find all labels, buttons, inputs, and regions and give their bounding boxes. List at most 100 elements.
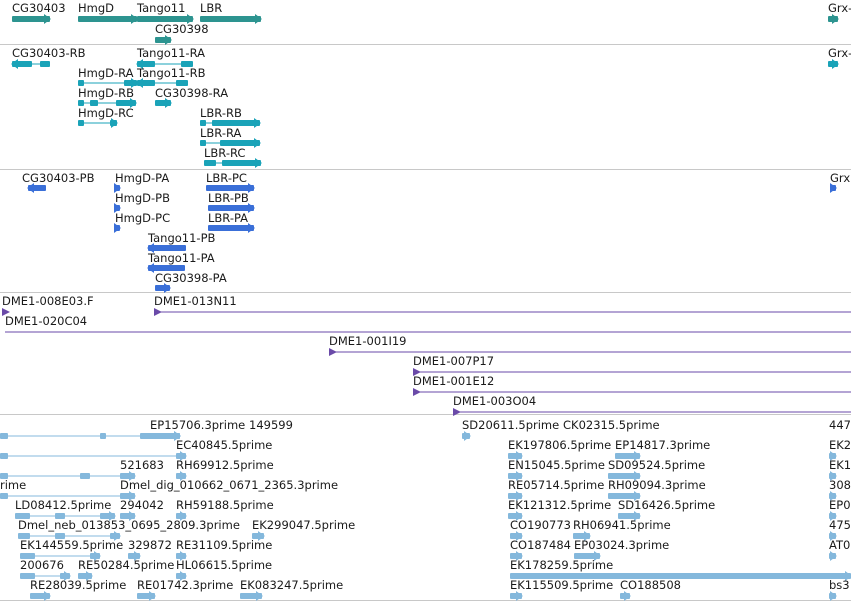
feature-label[interactable]: Grx- xyxy=(828,1,851,15)
feature-glyph[interactable] xyxy=(0,471,851,481)
feature-glyph[interactable] xyxy=(0,511,851,521)
feature-label[interactable]: HmgD-RB xyxy=(78,86,135,100)
feature-glyph[interactable] xyxy=(0,263,851,273)
feature-glyph[interactable] xyxy=(0,183,851,193)
feature-glyph[interactable] xyxy=(0,158,851,168)
feature-glyph[interactable] xyxy=(0,14,851,24)
feature-label[interactable]: EK115509.5prime xyxy=(510,578,614,592)
feature-glyph[interactable] xyxy=(0,491,851,501)
feature-label[interactable]: DME1-003O04 xyxy=(453,394,537,408)
feature-glyph[interactable] xyxy=(0,183,851,193)
feature-glyph[interactable] xyxy=(0,551,851,561)
feature-label[interactable]: CO188508 xyxy=(620,578,681,592)
feature-glyph[interactable] xyxy=(0,431,851,441)
feature-glyph[interactable] xyxy=(0,243,851,253)
feature-glyph[interactable] xyxy=(0,407,851,417)
feature-label[interactable]: CO190773 xyxy=(510,518,571,532)
feature-label[interactable]: CO187484 xyxy=(510,538,571,552)
feature-glyph[interactable] xyxy=(0,551,851,561)
feature-glyph[interactable] xyxy=(0,571,851,581)
feature-label[interactable]: 329872 xyxy=(128,538,172,552)
feature-glyph[interactable] xyxy=(0,591,851,601)
feature-label[interactable]: LBR-PC xyxy=(206,171,247,185)
feature-glyph[interactable] xyxy=(0,491,851,501)
feature-label[interactable]: EC40845.5prime xyxy=(176,438,273,452)
feature-label[interactable]: 521683 xyxy=(120,458,164,472)
feature-glyph[interactable] xyxy=(0,307,851,317)
feature-label[interactable]: Tango11 xyxy=(137,1,186,15)
feature-label[interactable]: Grx xyxy=(830,171,851,185)
feature-label[interactable]: EK2 xyxy=(829,438,851,452)
feature-glyph[interactable] xyxy=(0,591,851,601)
feature-glyph[interactable] xyxy=(0,551,851,561)
feature-label[interactable]: 447 xyxy=(829,418,851,432)
feature-glyph[interactable] xyxy=(0,511,851,521)
feature-glyph[interactable] xyxy=(0,451,851,461)
feature-glyph[interactable] xyxy=(0,367,851,377)
feature-label[interactable]: Tango11-PA xyxy=(148,251,215,265)
feature-label[interactable]: SD09524.5prime xyxy=(608,458,706,472)
feature-glyph[interactable] xyxy=(0,35,851,45)
feature-label[interactable]: 149599 xyxy=(249,418,293,432)
feature-label[interactable]: CG30403 xyxy=(12,1,66,15)
feature-glyph[interactable] xyxy=(0,14,851,24)
feature-label[interactable]: EN15045.5prime xyxy=(508,458,605,472)
feature-glyph[interactable] xyxy=(0,511,851,521)
feature-glyph[interactable] xyxy=(0,511,851,521)
feature-glyph[interactable] xyxy=(0,138,851,148)
feature-glyph[interactable] xyxy=(0,118,851,128)
feature-label[interactable]: rime xyxy=(0,478,27,492)
feature-label[interactable]: EK197806.5prime xyxy=(508,438,612,452)
feature-label[interactable]: EK083247.5prime xyxy=(240,578,344,592)
feature-glyph[interactable] xyxy=(0,451,851,461)
feature-glyph[interactable] xyxy=(0,491,851,501)
feature-glyph[interactable] xyxy=(0,223,851,233)
feature-glyph[interactable] xyxy=(0,183,851,193)
feature-glyph[interactable] xyxy=(0,283,851,293)
feature-glyph[interactable] xyxy=(0,203,851,213)
feature-glyph[interactable] xyxy=(0,78,851,88)
feature-label[interactable]: SD16426.5prime xyxy=(618,498,716,512)
feature-glyph[interactable] xyxy=(0,14,851,24)
feature-glyph[interactable] xyxy=(0,327,851,337)
feature-glyph[interactable] xyxy=(0,551,851,561)
feature-glyph[interactable] xyxy=(0,183,851,193)
feature-glyph[interactable] xyxy=(0,531,851,541)
feature-label[interactable]: RH69912.5prime xyxy=(176,458,274,472)
feature-glyph[interactable] xyxy=(0,591,851,601)
feature-label[interactable]: HmgD-PC xyxy=(115,211,171,225)
feature-label[interactable]: RE01742.3prime xyxy=(137,578,234,592)
feature-label[interactable]: LBR-PB xyxy=(208,191,249,205)
feature-label[interactable]: HmgD-RC xyxy=(78,106,134,120)
feature-label[interactable]: Tango11-PB xyxy=(148,231,216,245)
feature-glyph[interactable] xyxy=(0,511,851,521)
feature-glyph[interactable] xyxy=(0,591,851,601)
feature-glyph[interactable] xyxy=(0,571,851,581)
feature-label[interactable]: LBR-RB xyxy=(200,106,242,120)
feature-label[interactable]: DME1-001E12 xyxy=(413,374,495,388)
feature-label[interactable]: SD20611.5prime xyxy=(462,418,560,432)
feature-label[interactable]: bs3 xyxy=(829,578,850,592)
feature-label[interactable]: DME1-020C04 xyxy=(5,314,88,328)
feature-glyph[interactable] xyxy=(0,531,851,541)
feature-glyph[interactable] xyxy=(0,451,851,461)
feature-label[interactable]: 308 xyxy=(829,478,851,492)
feature-label[interactable]: EK178259.5prime xyxy=(510,558,614,572)
feature-glyph[interactable] xyxy=(0,118,851,128)
feature-label[interactable]: EP0 xyxy=(829,498,851,512)
feature-label[interactable]: CG30398-RA xyxy=(155,86,229,100)
feature-glyph[interactable] xyxy=(0,223,851,233)
feature-glyph[interactable] xyxy=(0,491,851,501)
feature-glyph[interactable] xyxy=(0,59,851,69)
feature-label[interactable]: EP14817.3prime xyxy=(615,438,711,452)
feature-glyph[interactable] xyxy=(0,14,851,24)
feature-glyph[interactable] xyxy=(0,471,851,481)
feature-label[interactable]: 200676 xyxy=(20,558,64,572)
feature-glyph[interactable] xyxy=(0,98,851,108)
feature-label[interactable]: RE31109.5prime xyxy=(176,538,273,552)
feature-glyph[interactable] xyxy=(0,59,851,69)
feature-label[interactable]: EK121312.5prime xyxy=(508,498,612,512)
feature-label[interactable]: RH06941.5prime xyxy=(573,518,671,532)
feature-label[interactable]: 475 xyxy=(829,518,851,532)
feature-glyph[interactable] xyxy=(0,571,851,581)
